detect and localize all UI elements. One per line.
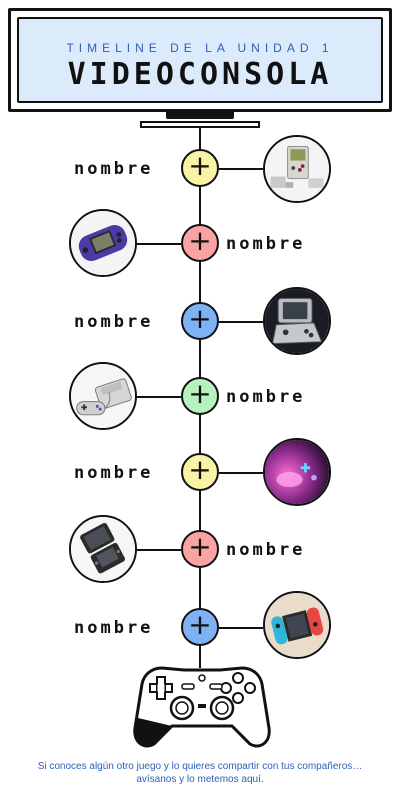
nintendo-ds-icon (69, 515, 137, 583)
add-item-button[interactable]: + (181, 453, 219, 491)
game-boy-advance-icon (69, 209, 137, 277)
plus-icon: + (188, 224, 212, 257)
footer-note: Si conoces algún otro juego y lo quieres… (37, 761, 363, 785)
timeline-subtitle: TIMELINE DE LA UNIDAD 1 (66, 41, 334, 55)
add-item-button[interactable]: + (181, 302, 219, 340)
timeline-connector (137, 549, 181, 551)
neon-controller-icon (263, 438, 331, 506)
monitor-screen: TIMELINE DE LA UNIDAD 1 VIDEOCONSOLA (17, 17, 383, 103)
timeline-connector (219, 627, 263, 629)
item-name-label[interactable]: nombre (226, 234, 306, 254)
plus-icon: + (188, 302, 212, 335)
plus-icon: + (188, 530, 212, 563)
plus-icon: + (188, 377, 212, 410)
timeline-connector (137, 396, 181, 398)
plus-icon: + (188, 453, 212, 486)
plus-icon: + (188, 608, 212, 641)
item-name-label[interactable]: nombre (74, 463, 154, 483)
game-boy-advance-sp-icon (263, 287, 331, 355)
add-item-button[interactable]: + (181, 224, 219, 262)
add-item-button[interactable]: + (181, 377, 219, 415)
monitor-frame: TIMELINE DE LA UNIDAD 1 VIDEOCONSOLA (8, 8, 392, 112)
timeline-connector (219, 168, 263, 170)
nintendo-switch-icon (263, 591, 331, 659)
add-item-button[interactable]: + (181, 530, 219, 568)
item-name-label[interactable]: nombre (226, 540, 306, 560)
add-item-button[interactable]: + (181, 608, 219, 646)
monitor-base (140, 121, 260, 128)
timeline-connector (219, 472, 263, 474)
item-name-label[interactable]: nombre (74, 159, 154, 179)
super-nintendo-icon (69, 362, 137, 430)
timeline-connector (219, 321, 263, 323)
add-item-button[interactable]: + (181, 149, 219, 187)
item-name-label[interactable]: nombre (226, 387, 306, 407)
page-title: VIDEOCONSOLA (67, 57, 333, 92)
gamepad-icon (132, 658, 272, 754)
item-name-label[interactable]: nombre (74, 312, 154, 332)
item-name-label[interactable]: nombre (74, 618, 154, 638)
plus-icon: + (188, 149, 212, 182)
game-boy-icon (263, 135, 331, 203)
monitor-neck (166, 111, 234, 119)
timeline-connector (137, 243, 181, 245)
